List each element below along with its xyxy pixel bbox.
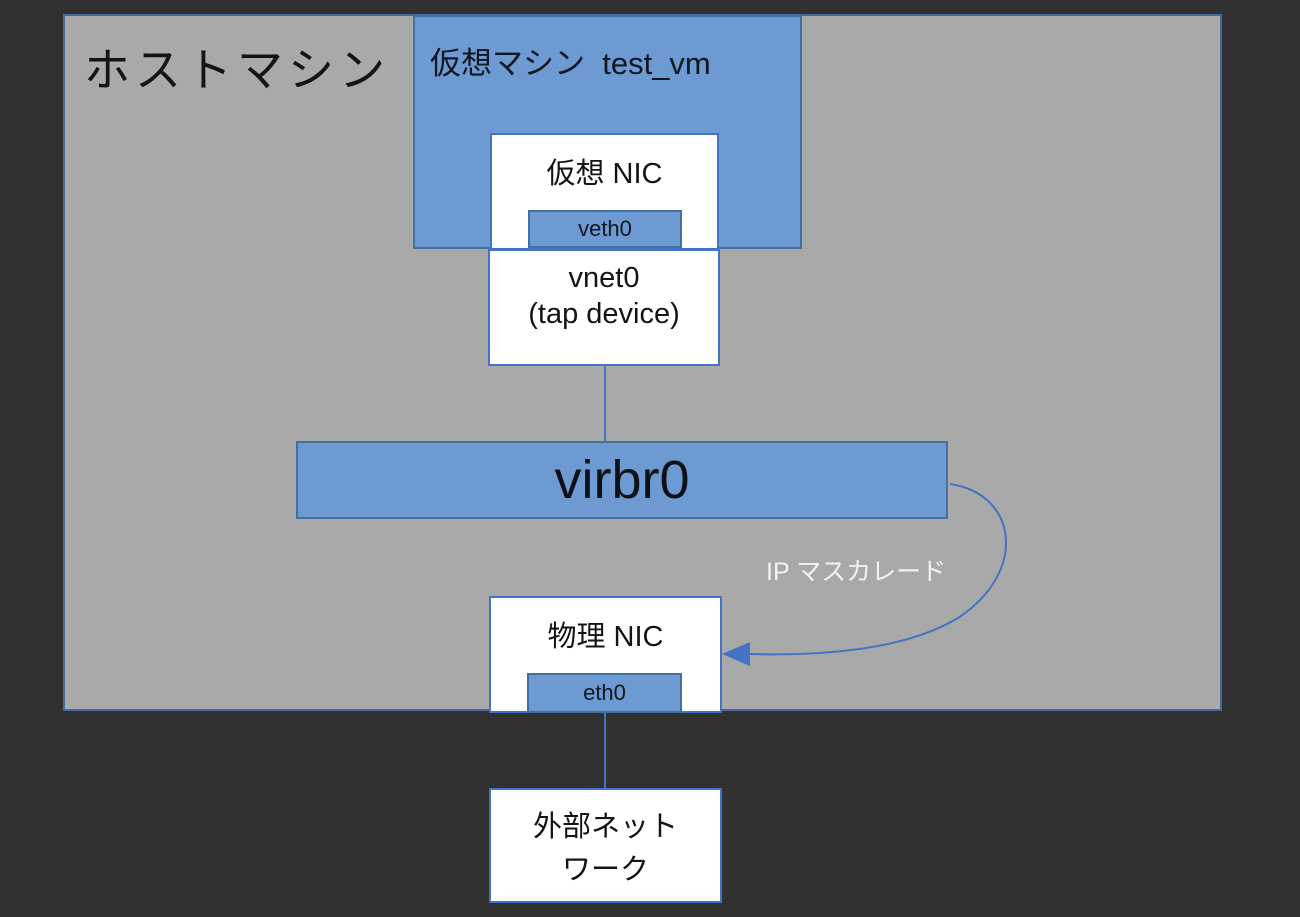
external-network-line2: ワーク xyxy=(561,854,649,886)
virtual-nic-label: 仮想 NIC xyxy=(546,158,663,190)
tap-device-box xyxy=(488,249,720,366)
tap-device-label: vnet0 (tap device) xyxy=(488,260,720,332)
eth0-port-box: eth0 xyxy=(527,673,682,713)
bridge-bar: virbr0 xyxy=(296,441,948,519)
external-network-line1: 外部ネット xyxy=(532,811,678,843)
external-network-box xyxy=(489,788,722,903)
tap-device-line1: vnet0 xyxy=(568,262,640,294)
ip-masquerade-label: IP マスカレード xyxy=(766,558,947,586)
virtual-machine-label: 仮想マシン test_vm xyxy=(430,46,711,81)
bridge-label: virbr0 xyxy=(554,450,690,510)
tap-device-line2: (tap device) xyxy=(528,298,680,330)
external-network-label: 外部ネット ワーク xyxy=(489,806,722,892)
physical-nic-label: 物理 NIC xyxy=(547,621,664,653)
veth0-port-label: veth0 xyxy=(578,216,632,241)
eth0-port-label: eth0 xyxy=(583,680,626,705)
host-machine-label: ホストマシン xyxy=(84,44,390,96)
veth0-port-box: veth0 xyxy=(528,210,682,248)
